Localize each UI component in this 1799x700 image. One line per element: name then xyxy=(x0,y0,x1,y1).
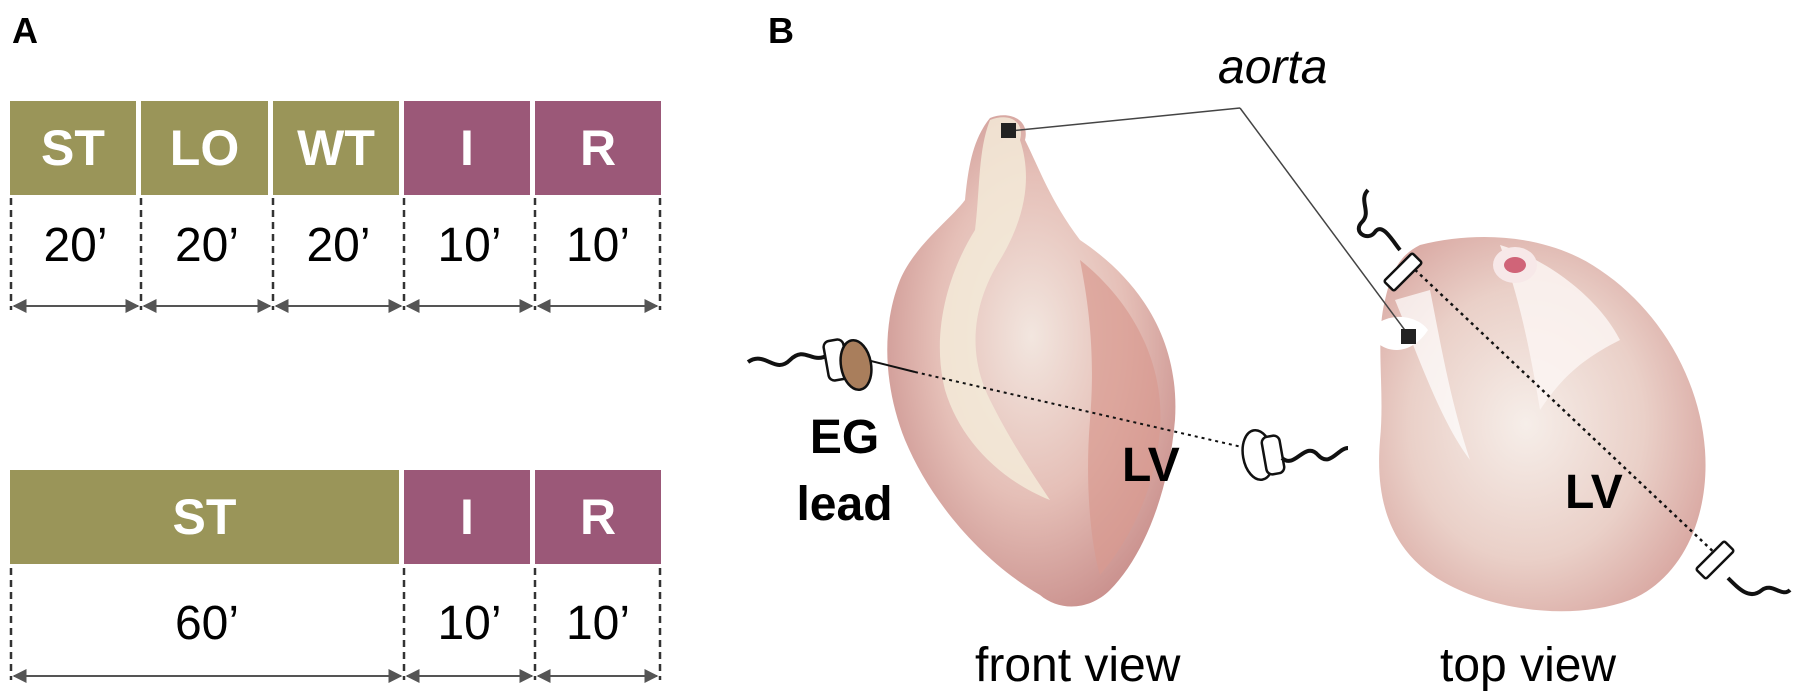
top-electrode-lower xyxy=(1695,540,1792,597)
duration-wt: 20’ xyxy=(306,219,371,272)
top-electrode-upper xyxy=(1356,188,1423,292)
segment-r: R xyxy=(535,470,661,564)
eg-lead-label-line2: lead xyxy=(796,478,893,531)
lv-label-front: LV xyxy=(1122,439,1180,492)
front-electrode-left xyxy=(746,338,873,392)
top-view-caption: top view xyxy=(1440,639,1617,692)
aorta-marker-top xyxy=(1401,329,1416,344)
segment-r: R xyxy=(535,101,661,195)
duration-i: 10’ xyxy=(437,597,502,650)
segment-st: ST xyxy=(10,470,399,564)
aorta-leader-lines xyxy=(1009,107,1411,338)
lv-label-top: LV xyxy=(1565,466,1623,519)
panel-label-b: B xyxy=(768,10,794,51)
duration-r: 10’ xyxy=(565,597,631,650)
segment-wt: WT xyxy=(273,101,399,195)
eg-lead-label-line1: EG xyxy=(809,411,880,464)
protocol-1-dividers xyxy=(9,198,662,310)
duration-i: 10’ xyxy=(437,219,502,272)
duration-st: 20’ xyxy=(43,219,108,272)
front-view-caption: front view xyxy=(975,639,1181,692)
top-view-heart xyxy=(1375,237,1706,612)
duration-r: 10’ xyxy=(565,219,631,272)
protocol-2-dividers xyxy=(9,568,662,680)
duration-lo: 20’ xyxy=(174,219,240,272)
panel-label-a: A xyxy=(12,10,38,51)
segment-st: ST xyxy=(10,101,136,195)
segment-lo: LO xyxy=(141,101,268,195)
aorta-marker-front xyxy=(1001,123,1016,138)
front-view-heart xyxy=(887,115,1176,607)
front-electrode-right xyxy=(1241,428,1349,482)
duration-st: 60’ xyxy=(174,597,240,650)
top-electrode-axis xyxy=(1409,264,1721,559)
segment-i: I xyxy=(404,101,530,195)
segment-i: I xyxy=(404,470,530,564)
aorta-label: aorta xyxy=(1218,41,1328,94)
